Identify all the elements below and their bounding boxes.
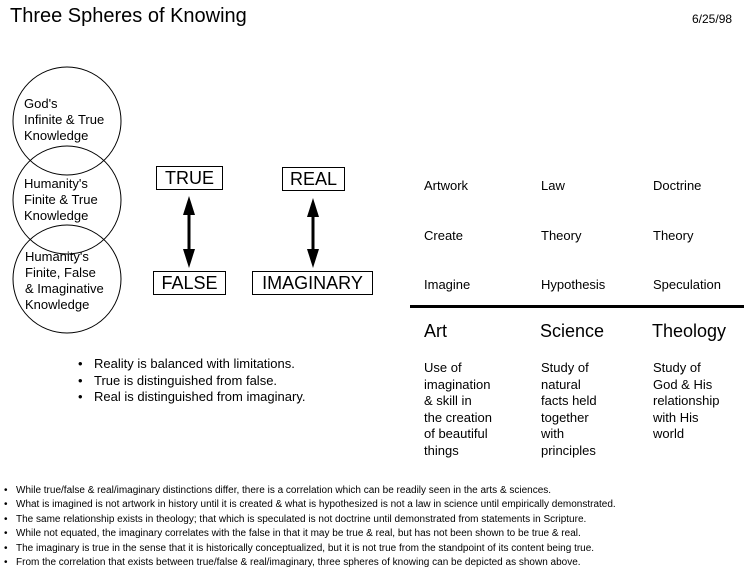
- sphere-line: God's: [24, 96, 58, 111]
- art-item-2: Create: [424, 228, 464, 243]
- description-line: facts held: [541, 393, 597, 408]
- science-item-1: Law: [541, 178, 565, 193]
- description-line: of beautiful: [424, 426, 488, 441]
- theology-item-3: Speculation: [653, 277, 721, 292]
- description-line: principles: [541, 442, 596, 458]
- sphere-label-gods: God's Infinite & True Knowledge: [24, 96, 104, 144]
- science-description: Study of natural facts held together wit…: [541, 360, 597, 459]
- date-label: 6/25/98: [692, 12, 733, 26]
- divider-line: [410, 305, 744, 308]
- description-line: Study of: [653, 360, 701, 375]
- theology-heading: Theology: [652, 321, 727, 341]
- real-box: REAL: [282, 167, 345, 191]
- description-line: together: [541, 409, 589, 425]
- note-item: While not equated, the imaginary correla…: [4, 527, 616, 541]
- description-line: the creation: [424, 409, 492, 425]
- description-line: God & His: [653, 376, 713, 392]
- description-line: things: [424, 442, 459, 458]
- true-box: TRUE: [156, 166, 223, 190]
- art-item-1: Artwork: [424, 178, 469, 193]
- notes-bullets: While true/false & real/imaginary distin…: [4, 484, 616, 570]
- description-line: relationship: [653, 393, 720, 408]
- science-heading: Science: [540, 321, 605, 341]
- reality-bullets: Reality is balanced with limitations. Tr…: [78, 356, 305, 406]
- bullet-item: Reality is balanced with limitations.: [78, 356, 305, 373]
- sphere-line: & Imaginative: [25, 281, 104, 296]
- page-title: Three Spheres of Knowing: [10, 5, 247, 27]
- science-item-3: Hypothesis: [541, 277, 606, 292]
- art-heading: Art: [424, 321, 448, 341]
- sphere-humanity-true-knowledge: [12, 145, 122, 255]
- description-line: Use of: [424, 360, 462, 375]
- sphere-line: Finite, False: [25, 265, 96, 280]
- science-item-2: Theory: [541, 228, 582, 243]
- true-false-arrow: [183, 196, 195, 268]
- sphere-gods-knowledge: [12, 66, 122, 176]
- art-description: Use of imagination & skill in the creati…: [424, 360, 492, 459]
- theology-item-2: Theory: [653, 228, 694, 243]
- description-line: with: [541, 426, 565, 441]
- bullet-item: True is distinguished from false.: [78, 373, 305, 390]
- description-line: imagination: [424, 376, 491, 392]
- sphere-line: Knowledge: [25, 297, 90, 312]
- description-line: Study of: [541, 360, 589, 375]
- theology-item-1: Doctrine: [653, 178, 702, 193]
- sphere-label-humanity-false: Humanity's Finite, False & Imaginative K…: [25, 249, 104, 313]
- real-imaginary-arrow: [307, 198, 319, 268]
- note-item: While true/false & real/imaginary distin…: [4, 484, 616, 498]
- sphere-line: Infinite & True: [24, 112, 105, 127]
- description-line: & skill in: [424, 393, 472, 408]
- sphere-line: Humanity's: [25, 249, 89, 264]
- description-line: world: [653, 426, 685, 441]
- description-line: natural: [541, 376, 581, 392]
- description-line: with His: [653, 409, 699, 425]
- note-item: What is imagined is not artwork in histo…: [4, 498, 616, 512]
- note-item: From the correlation that exists between…: [4, 556, 616, 570]
- sphere-line: Knowledge: [24, 128, 89, 143]
- sphere-label-humanity-true: Humanity's Finite & True Knowledge: [24, 176, 98, 224]
- note-item: The imaginary is true in the sense that …: [4, 542, 616, 556]
- false-box: FALSE: [153, 271, 226, 295]
- sphere-humanity-false-knowledge: [12, 224, 122, 334]
- note-item: The same relationship exists in theology…: [4, 513, 616, 527]
- sphere-line: Humanity's: [24, 176, 88, 191]
- sphere-line: Knowledge: [24, 208, 89, 223]
- sphere-line: Finite & True: [24, 192, 98, 207]
- imaginary-box: IMAGINARY: [252, 271, 373, 295]
- theology-description: Study of God & His relationship with His…: [653, 360, 720, 443]
- art-item-3: Imagine: [424, 277, 471, 292]
- bullet-item: Real is distinguished from imaginary.: [78, 389, 305, 406]
